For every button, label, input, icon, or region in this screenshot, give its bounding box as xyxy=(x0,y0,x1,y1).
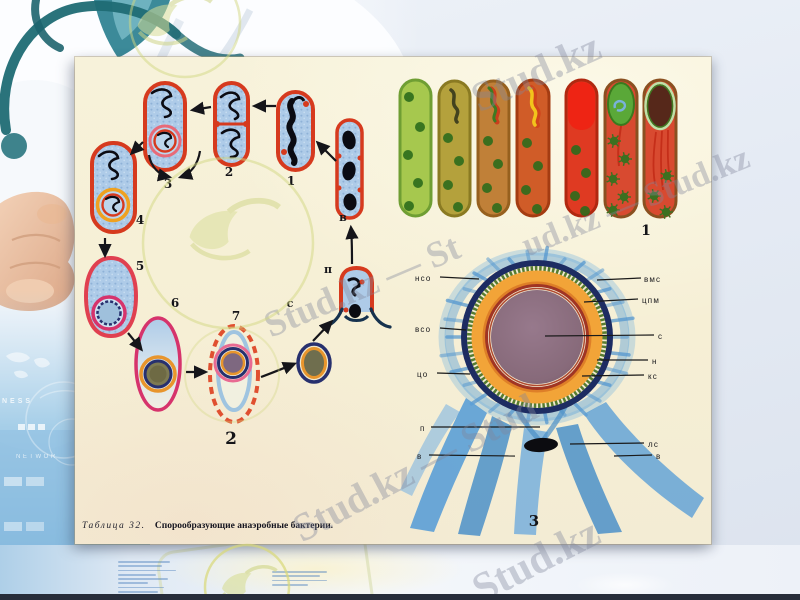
label-v-right: в xyxy=(656,452,661,461)
label-v-left: в xyxy=(417,452,422,461)
caption-title: Спорообразующие анаэробные бактерии. xyxy=(155,520,333,531)
label-4: 4 xyxy=(136,213,144,227)
plate-artwork: 3 2 1 4 5 6 7 в п с 2 xyxy=(82,78,704,536)
label-7: 7 xyxy=(232,309,240,323)
logo-ring-top xyxy=(128,0,242,79)
membrane-thin-red xyxy=(488,287,586,387)
spore-layer-labels: нсо всо цо п в вмс цпм с н кс лс в xyxy=(415,274,663,461)
sporulation-cycle-diagram: 3 2 1 4 5 6 7 в п с 2 xyxy=(83,81,392,449)
bg-text-ness: NESS xyxy=(2,398,33,405)
logo-ring-mid xyxy=(141,156,315,330)
stethoscope-eartube xyxy=(31,0,64,52)
spore-group-label: 3 xyxy=(529,512,539,530)
logo-ring-mid2 xyxy=(184,327,280,423)
cycle-arrows xyxy=(98,99,359,379)
label-p-left: п xyxy=(420,424,426,433)
caption-prefix: Таблица 32. xyxy=(82,520,146,531)
coat-green-speckled xyxy=(467,266,607,408)
bottom-glow xyxy=(165,538,465,600)
cycle-cell-2 xyxy=(213,81,250,167)
coat-fold xyxy=(219,8,254,59)
exosporium-fringe xyxy=(439,245,635,429)
cycle-cell-5 xyxy=(83,255,139,339)
rods-group-label: 1 xyxy=(641,223,651,239)
cycle-cell-3 xyxy=(143,81,202,182)
plate-caption: Таблица 32. Спорообразующие анаэробные б… xyxy=(82,520,333,531)
cycle-cell-4 xyxy=(90,141,137,234)
label-p: п xyxy=(324,263,332,276)
logo-bird-mid xyxy=(190,201,280,258)
rod-7 xyxy=(642,78,678,219)
stained-rods-diagram: 1 xyxy=(398,78,678,239)
spore-cross-section: нсо всо цо п в вмс цпм с н кс лс в 3 xyxy=(400,245,704,536)
label-ls: лс xyxy=(648,440,659,449)
spore-core xyxy=(491,290,583,384)
basal-body xyxy=(524,437,558,453)
cortex-inner-shade xyxy=(482,281,592,393)
world-map-faint xyxy=(6,352,50,379)
label-tspm: цпм xyxy=(642,296,660,305)
rod-5 xyxy=(564,78,599,218)
label-n: н xyxy=(652,357,658,366)
label-6: 6 xyxy=(171,296,179,310)
label-s: с xyxy=(287,297,294,310)
label-1: 1 xyxy=(287,174,295,188)
rod-inclusion-dots xyxy=(403,92,674,219)
label-v: в xyxy=(339,211,347,224)
label-tso: цо xyxy=(417,370,428,379)
logo-ring-bottom xyxy=(203,543,291,600)
bottom-navy-bar xyxy=(0,594,800,600)
leader-lines xyxy=(428,276,655,457)
cycle-group-label: 2 xyxy=(225,429,237,449)
label-nso: нсо xyxy=(415,274,432,283)
germinating-cell-p xyxy=(321,265,392,329)
bg-small-squares xyxy=(4,424,45,531)
germ-cell-wall-red xyxy=(485,284,589,390)
label-s: с xyxy=(658,332,663,341)
map-blob-faint xyxy=(575,572,675,598)
label-vso: всо xyxy=(415,325,431,334)
label-5: 5 xyxy=(136,259,144,273)
cortex-orange xyxy=(471,270,603,404)
stethoscope-chestpiece xyxy=(1,133,27,159)
tiny-text-block xyxy=(118,561,180,593)
label-vms: вмс xyxy=(644,275,661,284)
bg-text-network: NETWOR xyxy=(16,454,58,460)
label-ks: кс xyxy=(648,372,658,381)
rod-1 xyxy=(398,78,433,218)
label-2: 2 xyxy=(225,165,233,179)
cycle-cell-v xyxy=(335,118,364,220)
cycle-cell-6 xyxy=(134,316,182,412)
cycle-cell-1 xyxy=(276,90,315,172)
cycle-cell-7 xyxy=(208,324,260,424)
free-spore xyxy=(296,342,332,384)
logo-bird-top xyxy=(138,0,212,44)
rod-3 xyxy=(476,79,511,218)
rod-4 xyxy=(515,78,551,218)
textbook-plate: 3 2 1 4 5 6 7 в п с 2 xyxy=(75,57,711,544)
